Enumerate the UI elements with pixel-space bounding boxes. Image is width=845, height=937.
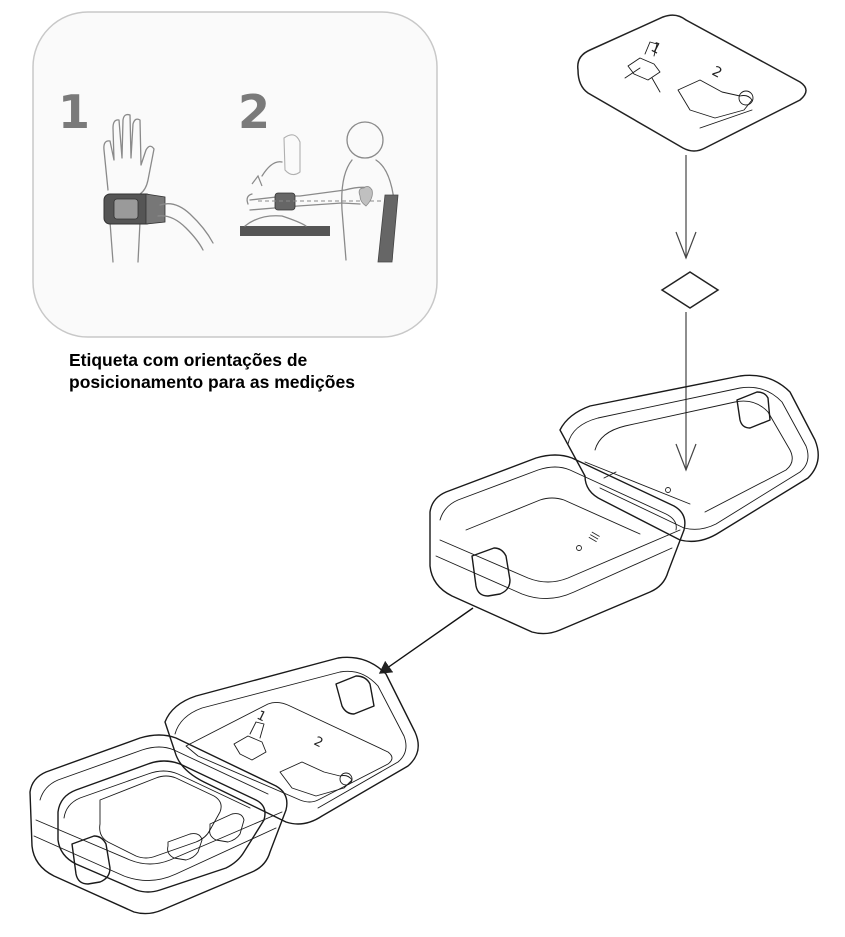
arrow-case-to-final [378,607,474,674]
arrow-label-to-cutout [675,155,697,260]
open-storage-case: ||| [429,374,819,635]
caption-line-1: Etiqueta com orientações de [69,350,308,370]
seated-measurement-illustration [240,121,399,263]
tilted-label-sticker: 1 2 [577,14,807,152]
caption-line-2: posicionamento para as medições [69,372,355,392]
positioning-label-card: 1 2 [32,11,438,338]
label-footprint-diamond [660,271,720,309]
svg-text:|||: ||| [588,531,601,544]
label-caption: Etiqueta com orientações de posicionamen… [69,349,429,393]
wrist-cuff-hand-illustration [103,113,214,263]
card-step1-number: 1 [58,85,90,139]
card-step2-number: 2 [238,85,270,139]
arrow-cutout-to-case [675,312,697,472]
